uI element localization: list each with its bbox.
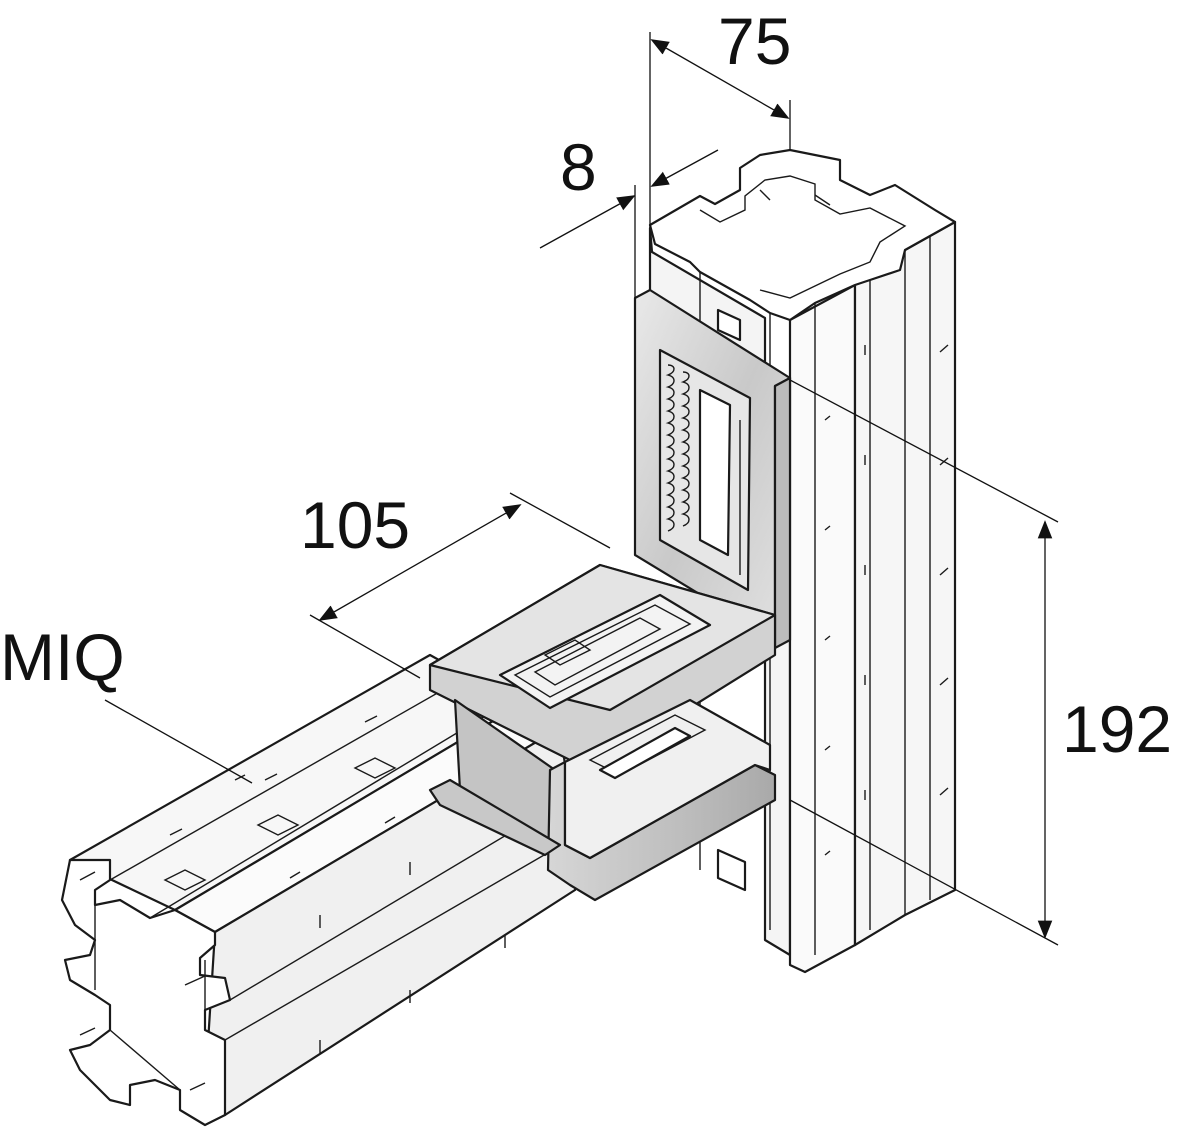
dim-label-width: 75 [718,4,791,78]
dim-label-depth: 105 [300,488,410,562]
column-perforations [824,344,949,856]
channel-holes [163,757,397,891]
channel-name-label: MIQ [0,620,125,694]
angle-bracket [428,288,792,902]
serrated-slot [658,348,752,592]
dim-label-height: 192 [1062,692,1172,766]
channel-perforations [169,715,506,1053]
dimension-lines [104,32,1059,946]
dim-label-thickness: 8 [560,130,597,204]
